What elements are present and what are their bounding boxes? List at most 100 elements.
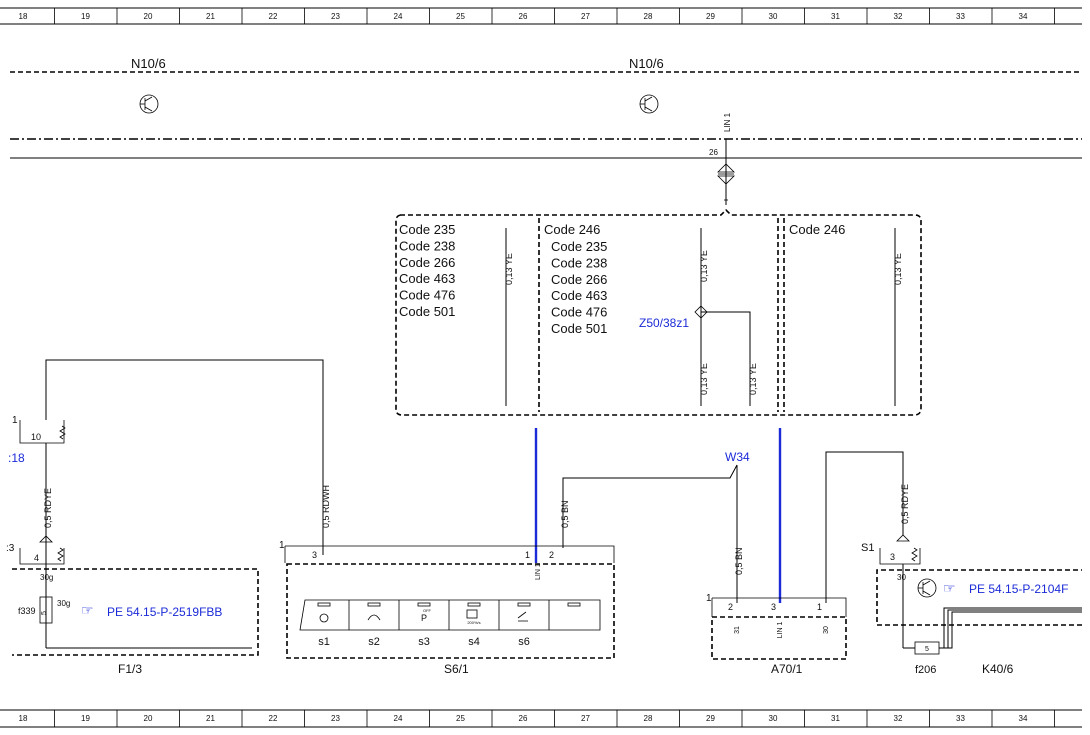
hand-pointer-icon[interactable]: ☞ xyxy=(943,580,956,596)
ruler-number: 19 xyxy=(81,714,90,723)
ruler-number: 29 xyxy=(706,12,715,21)
switch-label: s3 xyxy=(418,636,430,648)
seat-icon-text: 200%/s xyxy=(467,620,480,625)
switch-label: s2 xyxy=(368,636,380,648)
ruler-number: 31 xyxy=(831,714,840,723)
indicator-led xyxy=(467,602,481,607)
pin-label: 1 xyxy=(817,602,822,612)
light-icon[interactable] xyxy=(517,611,528,622)
k40-6-ref-link[interactable]: PE 54.15-P-2104F xyxy=(969,582,1068,596)
f1-3-box xyxy=(12,568,259,656)
code-item: Code 238 xyxy=(399,238,455,253)
ruler-number: 24 xyxy=(394,12,403,21)
fuse-value: 5 xyxy=(41,611,48,615)
ye-label: 0,13 YE xyxy=(699,363,709,395)
ruler-number: 28 xyxy=(644,12,653,21)
pin-sub-label: 30 xyxy=(823,626,830,634)
ye-label: 0,13 YE xyxy=(893,253,903,285)
ruler-number: 18 xyxy=(19,714,28,723)
f1-3-label: F1/3 xyxy=(118,662,142,676)
ref-left: :18 xyxy=(8,451,25,465)
middle-code-header: Code 246 xyxy=(544,222,600,237)
pin-label: 2 xyxy=(728,602,733,612)
pin-label: 2 xyxy=(549,550,554,560)
ruler-number: 25 xyxy=(456,714,465,723)
hand-pointer-icon[interactable]: ☞ xyxy=(81,602,94,618)
ruler-number: 31 xyxy=(831,12,840,21)
switch-panel xyxy=(299,599,601,631)
ruler-number: 20 xyxy=(144,714,153,723)
ruler-number: 23 xyxy=(331,714,340,723)
rdye-label: 0,5 RDYE xyxy=(43,488,53,528)
pin-label: 4 xyxy=(34,553,39,563)
side-number: :3 xyxy=(6,543,15,554)
n10-right-label: N10/6 xyxy=(629,56,664,71)
f1-connector-top xyxy=(19,420,65,444)
connector-icon xyxy=(39,535,53,543)
f1-3-ref-link[interactable]: PE 54.15-P-2519FBB xyxy=(107,605,222,619)
code-item: Code 476 xyxy=(399,288,455,303)
n10-left-label: N10/6 xyxy=(131,56,166,71)
code-item: Code 235 xyxy=(399,222,455,237)
k40-bus-wire xyxy=(939,611,1082,649)
code-item: Code 476 xyxy=(551,305,607,320)
ruler-number: 22 xyxy=(269,12,278,21)
ruler-number: 26 xyxy=(519,12,528,21)
a70-header xyxy=(712,597,847,617)
parking-icon[interactable]: P xyxy=(421,613,427,623)
splice-icon xyxy=(694,305,708,319)
ruler-number: 30 xyxy=(769,12,778,21)
seat-icon[interactable] xyxy=(466,609,478,619)
code-item: Code 501 xyxy=(399,304,455,319)
resistor-icon xyxy=(59,425,66,440)
fuse-icon xyxy=(39,596,53,624)
transistor-icon xyxy=(139,94,159,114)
ruler-number: 32 xyxy=(894,714,903,723)
fuse-name: f339 xyxy=(18,606,36,616)
pin-label: 3 xyxy=(771,602,776,612)
term-label: 30 xyxy=(897,573,906,582)
pin-label: 1 xyxy=(525,550,530,560)
ye-label: 0,13 YE xyxy=(748,363,758,395)
lamp-icon[interactable] xyxy=(319,613,329,623)
code-item: Code 266 xyxy=(551,272,607,287)
ruler-number: 27 xyxy=(581,714,590,723)
fuse-value: 5 xyxy=(925,646,929,653)
off-icon-text: OFF xyxy=(423,608,432,613)
corner-number: 1 xyxy=(706,593,712,604)
rdwh-label: 0,5 RDWH xyxy=(321,485,331,528)
transistor-icon xyxy=(639,94,659,114)
rdwh-wire xyxy=(45,359,324,555)
ruler-number: 33 xyxy=(956,12,965,21)
ruler-number: 32 xyxy=(894,12,903,21)
pin-label: 10 xyxy=(31,432,41,442)
ruler-number: 24 xyxy=(394,714,403,723)
transistor-icon xyxy=(917,578,937,598)
code-item: Code 463 xyxy=(399,271,455,286)
rdye-label: 0,5 RDYE xyxy=(900,484,910,524)
corner-number: 1 xyxy=(279,540,285,551)
lin-label: LIN 1 xyxy=(535,563,542,580)
indicator-led xyxy=(567,602,581,607)
indicator-led xyxy=(367,602,381,607)
ruler-number: 22 xyxy=(269,714,278,723)
code-box-outer xyxy=(395,208,922,416)
f1-connector-low xyxy=(19,548,65,565)
switch-label: s6 xyxy=(518,636,530,648)
resistor-icon xyxy=(57,547,64,562)
ye-label: 0,13 YE xyxy=(504,253,514,285)
ruler-number: 18 xyxy=(19,12,28,21)
ye-branch-wire xyxy=(701,311,751,406)
ruler-number: 25 xyxy=(456,12,465,21)
pin-26: 26 xyxy=(709,148,718,157)
resistor-icon xyxy=(911,547,918,562)
ruler-number: 26 xyxy=(519,714,528,723)
splice-label: Z50/38z1 xyxy=(639,316,689,330)
ruler-number: 30 xyxy=(769,714,778,723)
k40-bus-wire xyxy=(947,609,1082,648)
wiper-icon[interactable] xyxy=(367,614,381,621)
bn-wire-s6 xyxy=(562,464,738,548)
